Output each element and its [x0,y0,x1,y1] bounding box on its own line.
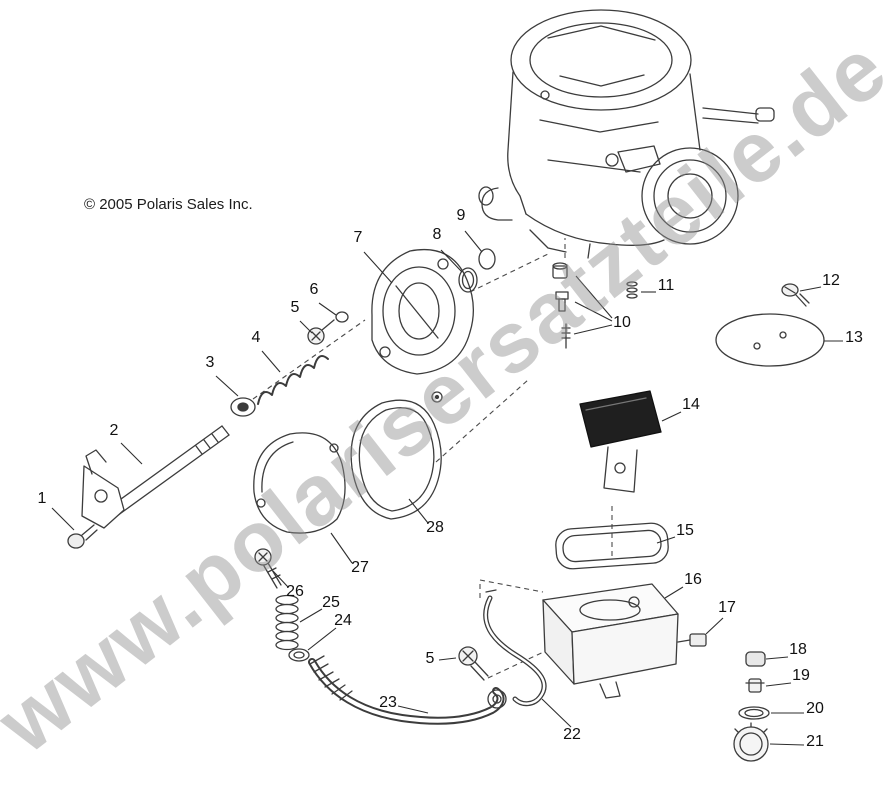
callout-number: 22 [563,726,581,743]
callout-number: 12 [822,272,840,289]
spring-11 [626,281,638,299]
callout-number: 14 [682,396,700,413]
screw-26 [254,548,282,589]
callout-leader-line [51,507,75,531]
spring-4 [257,355,329,405]
callout-number: 15 [676,522,694,539]
callout-number: 24 [334,612,352,629]
callout-number: 16 [684,571,702,588]
callout-leader-line [573,324,613,335]
vent-hose-22 [483,589,547,707]
callout-number: 11 [658,277,675,294]
callout-leader-line [120,442,143,465]
carburetor-body [478,9,775,259]
callout-leader-line [799,286,822,292]
plug-18 [745,651,766,667]
float-bowl-16 [542,583,679,699]
cover-plate-13 [715,313,825,367]
callout-leader-line [397,705,429,714]
bowl-gasket-15 [555,522,669,570]
cap-21 [733,722,769,762]
callout-leader-line [765,682,792,687]
callout-leader-line [299,320,313,334]
callout-number: 20 [806,700,824,717]
o-ring-8 [458,267,478,293]
fuel-line-23 [308,655,507,725]
callout-leader-line [318,302,337,316]
callout-number: 19 [792,667,810,684]
callout-leader-line [440,249,463,273]
callout-leader-line [215,375,239,397]
screw-5-upper [307,319,335,345]
jet-needle-set [552,262,571,349]
callout-leader-line [575,275,613,319]
callout-number: 13 [845,329,863,346]
callout-leader-line [363,251,393,284]
washer-3 [230,397,256,417]
callout-number: 17 [718,599,736,616]
callout-leader-line [765,656,789,660]
callout-number: 26 [286,583,304,600]
copyright-text: © 2005 Polaris Sales Inc. [84,196,253,213]
callout-number: 27 [351,559,369,576]
callout-leader-line [464,230,483,253]
callout-number: 28 [426,519,444,536]
callout-number: 8 [433,226,442,243]
cover-gasket-28 [350,399,442,520]
screw-1 [67,524,98,549]
washer-24 [288,648,310,662]
float-14 [579,390,662,493]
o-ring-20 [738,706,770,720]
choke-shaft [81,425,230,529]
callout-leader-line [541,698,572,728]
callout-leader-line [438,657,457,661]
callout-number: 7 [354,229,363,246]
callout-leader-line [661,411,682,422]
callout-leader-line [574,301,613,322]
assembly-axis-lines [252,238,613,679]
callout-number: 5 [291,299,300,316]
cover-plate-27 [253,432,346,534]
callout-leader-line [656,536,676,544]
callout-leader-line [664,586,684,599]
jet-19 [745,678,765,693]
callout-number: 18 [789,641,807,658]
callout-number: 9 [457,207,466,224]
callout-number: 10 [613,314,631,331]
callout-number: 3 [206,354,215,371]
screw-12 [781,283,810,307]
callout-leader-line [408,498,429,524]
callout-number: 23 [379,694,397,711]
drain-screw-17 [677,633,707,647]
screw-5-lower [458,646,489,681]
washer-6 [335,311,349,323]
callout-number: 2 [110,422,119,439]
callout-number: 5 [426,650,435,667]
callout-number: 21 [806,733,824,750]
diaphragm-cover [371,249,474,403]
callout-leader-line [330,532,353,564]
callout-number: 6 [310,281,319,298]
ring-9 [478,248,496,270]
spring-25 [275,594,299,651]
callout-number: 1 [38,490,47,507]
callout-leader-line [272,570,289,588]
callout-number: 4 [252,329,261,346]
callout-leader-line [299,608,323,623]
callout-number: 25 [322,594,340,611]
callout-leader-line [261,350,281,373]
callout-leader-line [705,617,724,635]
callout-leader-line [307,627,337,651]
callout-leader-line [769,743,805,746]
